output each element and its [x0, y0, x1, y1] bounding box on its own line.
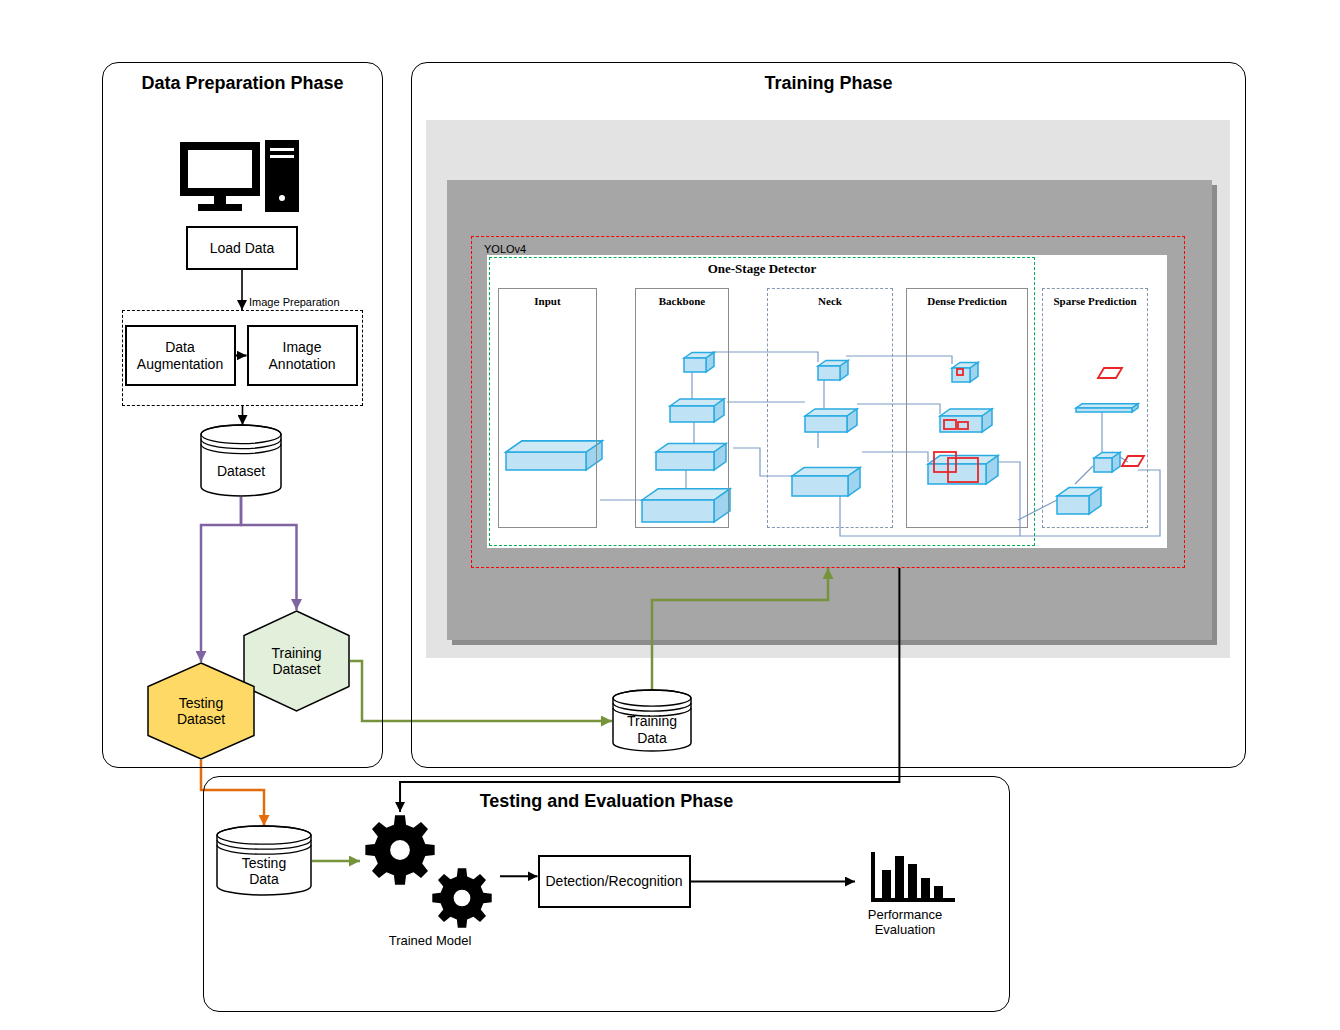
node-label: Training Phase — [412, 73, 1245, 94]
node-label: Trained Model — [360, 934, 500, 949]
node-label: Testing and Evaluation Phase — [204, 791, 1009, 812]
process-box: Image Annotation — [247, 325, 358, 386]
process-box: Load Data — [186, 226, 298, 270]
database-cylinder: Dataset — [200, 425, 282, 497]
trained-model-icon: Trained Model — [360, 812, 500, 955]
flow-connector — [500, 875, 538, 877]
stage-box: Backbone — [635, 288, 729, 528]
node-label: YOLOv4 — [484, 243, 526, 256]
process-box: Data Augmentation — [125, 325, 236, 386]
node-label: Input — [499, 295, 596, 308]
database-cylinder: Training Data — [612, 690, 692, 752]
phase-panel: Training PhaseYOLOv4One-Stage DetectorIn… — [411, 62, 1246, 768]
node-label: Training Dataset — [261, 645, 333, 677]
flow-connector — [652, 568, 828, 690]
stage-box: Neck — [767, 288, 893, 528]
detector-frame: One-Stage DetectorInput Backbone Neck Dense… — [489, 257, 1035, 546]
node-label: Data Preparation Phase — [103, 73, 382, 94]
dataset-hexagon: Testing Dataset — [147, 662, 255, 760]
node-label: One-Stage Detector — [490, 262, 1034, 277]
node-shape — [200, 425, 282, 497]
dataset-hexagon: Training Dataset — [243, 610, 350, 712]
node-label: Dataset — [217, 463, 265, 479]
node-label: Backbone — [636, 295, 728, 308]
node-label: Testing Dataset — [165, 695, 237, 727]
flow-connector — [241, 497, 297, 610]
node-label: Load Data — [210, 240, 275, 256]
node-label: Detection/Recognition — [546, 873, 683, 889]
stage-box: Input — [498, 288, 597, 528]
stage-box: Dense Prediction — [906, 288, 1028, 528]
node-label: Dense Prediction — [907, 295, 1027, 308]
node-label: Image Preparation — [249, 296, 340, 309]
node-label: Data Augmentation — [133, 339, 228, 371]
flow-connector — [350, 661, 612, 721]
node-label: Testing Data — [232, 855, 296, 887]
flow-connector — [691, 881, 856, 883]
stage-box: Sparse Prediction — [1042, 288, 1148, 528]
node-label: Training Data — [620, 713, 684, 745]
flow-connector — [241, 270, 243, 310]
flow-connector — [201, 760, 264, 826]
phase-panel: Testing and Evaluation PhaseTesting Data… — [203, 776, 1010, 1012]
flow-connector — [236, 354, 247, 356]
model-frame: YOLOv4One-Stage DetectorInput Backbone Nec… — [471, 236, 1185, 568]
node-label: Image Annotation — [255, 339, 350, 371]
node-label: Performance Evaluation — [855, 908, 955, 938]
phase-panel: Data Preparation PhaseLoad DataImage Pre… — [102, 62, 383, 768]
node-label: Neck — [768, 295, 892, 308]
node-shape — [471, 236, 1185, 568]
evaluation-icon: Performance Evaluation — [855, 850, 980, 965]
node-label: Sparse Prediction — [1043, 295, 1147, 308]
computer-icon — [184, 140, 299, 212]
dashed-group: Image PreparationData AugmentationImage … — [122, 310, 363, 406]
process-box: Detection/Recognition — [538, 855, 691, 908]
dark-grey-area — [447, 180, 1212, 640]
database-cylinder: Testing Data — [216, 826, 312, 896]
flow-connector — [201, 497, 241, 662]
flow-connector — [312, 860, 360, 863]
flow-connector — [242, 406, 244, 425]
